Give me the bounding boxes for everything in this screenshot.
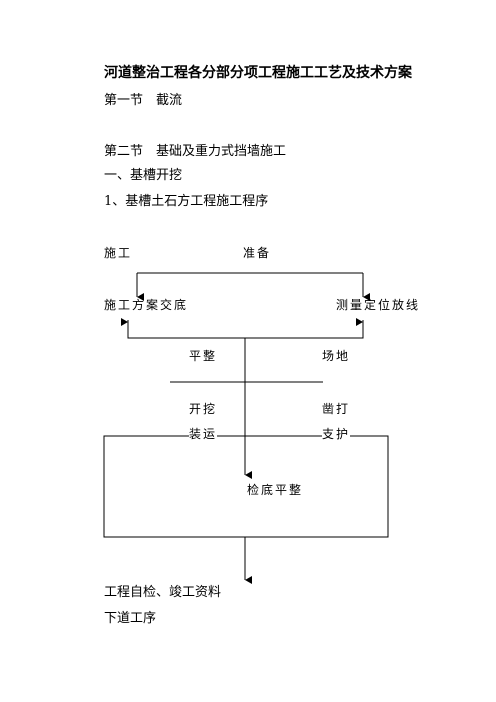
flow-plan-brief: 施工方案交底 <box>104 298 189 312</box>
section-2-heading: 第二节 基础及重力式挡墙施工 <box>104 144 287 159</box>
flow-load-right: 支护 <box>322 427 351 441</box>
process-frame <box>103 435 389 538</box>
flow-prep-left: 施工 <box>104 246 133 260</box>
flow-level-left: 平整 <box>189 349 218 363</box>
flow-bottom-check: 检底平整 <box>247 483 304 497</box>
flow-self-check: 工程自检、竣工资料 <box>104 585 222 600</box>
flow-level-right: 场地 <box>322 349 351 363</box>
flow-survey: 测量定位放线 <box>336 298 421 312</box>
flow-prep-right: 准备 <box>243 246 272 260</box>
subsection-heading: 一、基槽开挖 <box>104 168 183 183</box>
procedure-heading: 1、基槽土石方工程施工程序 <box>104 194 269 209</box>
flow-dig-right: 凿打 <box>322 402 351 416</box>
flow-load-left: 装运 <box>189 427 218 441</box>
section-1-heading: 第一节 截流 <box>104 93 183 108</box>
document-title: 河道整治工程各分部分项工程施工工艺及技术方案 <box>104 65 412 81</box>
flow-dig-left: 开挖 <box>189 402 218 416</box>
flow-next-step: 下道工序 <box>104 611 157 626</box>
join-bracket <box>127 320 364 339</box>
